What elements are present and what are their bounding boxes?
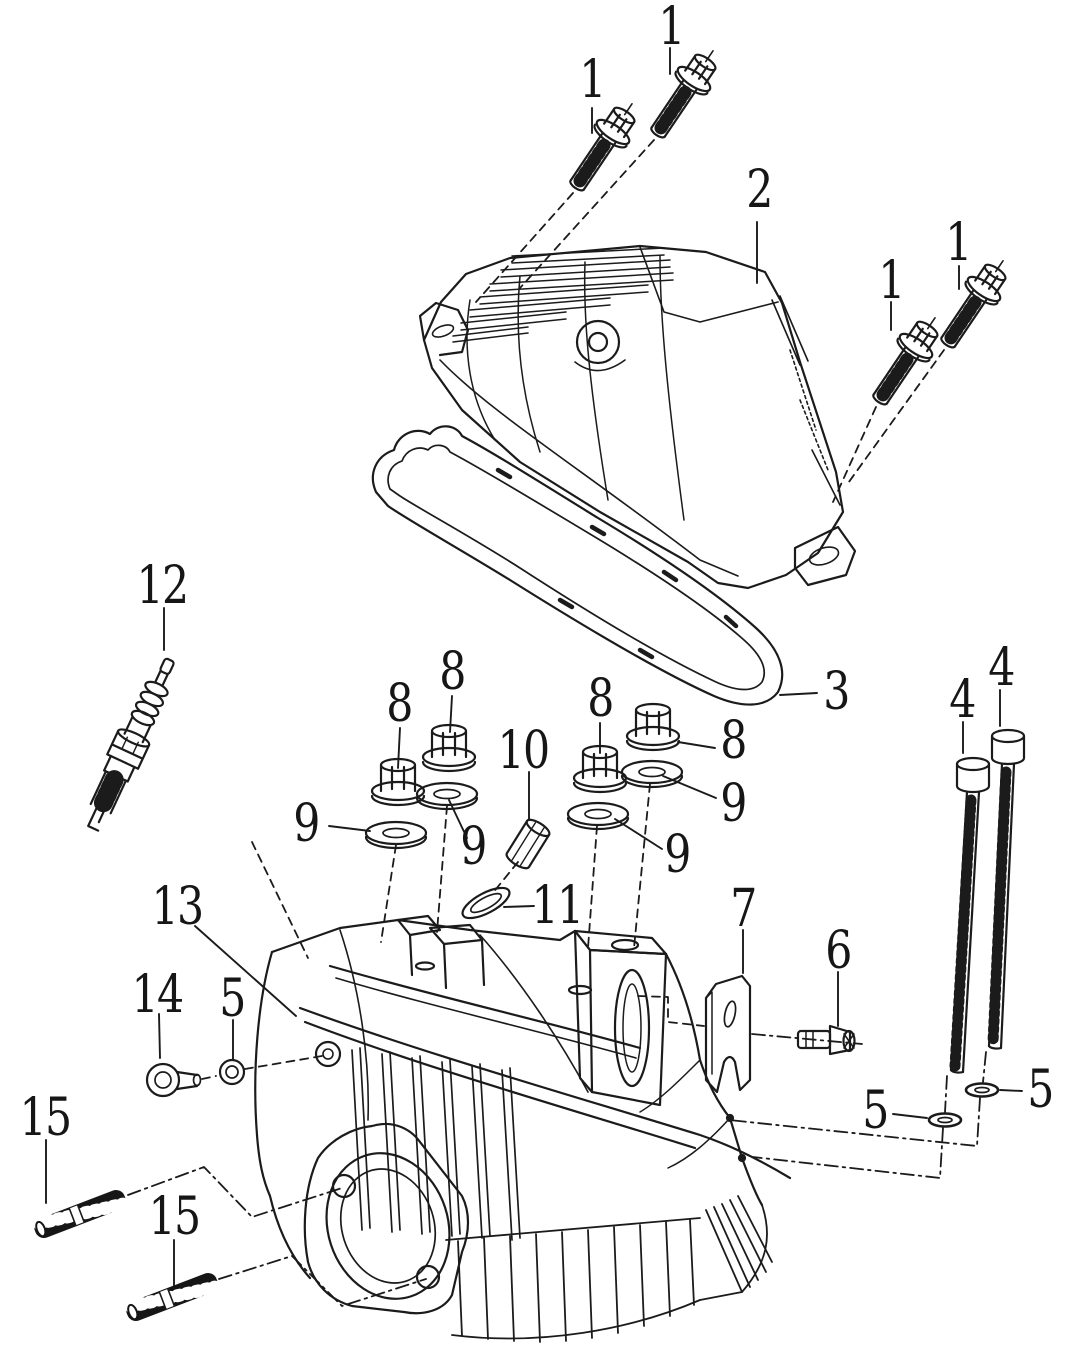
callout-8: 8 xyxy=(439,642,466,702)
callout-9: 9 xyxy=(664,825,691,885)
valve-cover-fins xyxy=(452,247,674,343)
callout-8: 8 xyxy=(386,674,413,734)
callout-14: 14 xyxy=(131,965,185,1025)
callout-2: 2 xyxy=(746,160,773,220)
callout-12: 12 xyxy=(136,556,190,616)
small-washer-mid xyxy=(927,1112,963,1128)
callout-9: 9 xyxy=(460,817,487,877)
socket-bolt xyxy=(145,1062,202,1098)
long-bolt-4a xyxy=(949,756,991,1074)
cover-bolt-1a xyxy=(569,103,636,192)
callout-1: 1 xyxy=(878,251,905,311)
callout-9: 9 xyxy=(720,774,747,834)
head-stud-tower-right xyxy=(573,929,668,1107)
callout-5: 5 xyxy=(219,969,246,1029)
head-bottom-fins xyxy=(445,1217,701,1343)
callout-3: 3 xyxy=(823,662,850,722)
assembly-dashed-lines xyxy=(201,139,945,1080)
assembly-dashdot-lines xyxy=(127,1033,987,1307)
valve-cover-foot xyxy=(793,525,857,587)
callout-5: 5 xyxy=(1027,1060,1054,1120)
exhaust-flange xyxy=(303,1122,470,1315)
valve-cover-bolt-boss xyxy=(574,319,626,372)
small-washer-right xyxy=(964,1082,1000,1098)
gasket-tabs xyxy=(495,467,739,660)
callout-11: 11 xyxy=(531,876,585,936)
cover-gasket xyxy=(371,425,784,706)
callout-4: 4 xyxy=(949,670,976,730)
valve-cover xyxy=(418,244,857,590)
cylinder-head xyxy=(254,914,792,1343)
cover-bolt-1c xyxy=(872,317,939,406)
callout-8: 8 xyxy=(587,669,614,729)
callout-1: 1 xyxy=(579,50,606,110)
callout-1: 1 xyxy=(945,213,972,273)
cover-bolt-1d xyxy=(940,260,1007,349)
exhaust-flange-hole xyxy=(415,1264,441,1290)
callout-8: 8 xyxy=(720,711,747,771)
callout-9: 9 xyxy=(293,794,320,854)
callout-15: 15 xyxy=(19,1088,73,1148)
head-stud-tower-left xyxy=(396,914,593,996)
bracket-plate xyxy=(704,974,752,1094)
spark-plug xyxy=(87,657,175,832)
callout-13: 13 xyxy=(151,877,205,937)
flat-washers xyxy=(364,759,684,850)
long-bolt-4b xyxy=(987,728,1026,1050)
head-side-boss xyxy=(314,1040,342,1068)
head-ribs xyxy=(298,964,792,1180)
leader-lines xyxy=(45,47,1023,1287)
callout-6: 6 xyxy=(825,921,852,981)
callout-15: 15 xyxy=(148,1187,202,1247)
callout-10: 10 xyxy=(497,721,551,781)
callout-5: 5 xyxy=(862,1081,889,1141)
stud-15b xyxy=(124,1272,222,1322)
exhaust-flange-hole xyxy=(331,1173,357,1199)
sealing-ring xyxy=(461,886,511,920)
valve-cover-ear xyxy=(418,301,470,357)
stud-15a xyxy=(32,1189,130,1239)
small-washer-left xyxy=(218,1058,246,1086)
callout-1: 1 xyxy=(658,0,685,57)
callout-4: 4 xyxy=(988,638,1015,698)
valve-cover-side-ribs xyxy=(771,295,841,506)
cover-bolt-1b xyxy=(650,50,717,139)
head-left-fins xyxy=(351,1047,521,1241)
callout-7: 7 xyxy=(730,879,757,939)
head-right-fin-fan xyxy=(699,1195,773,1301)
dowel-pin xyxy=(505,818,551,870)
countersunk-screw xyxy=(796,1024,856,1056)
